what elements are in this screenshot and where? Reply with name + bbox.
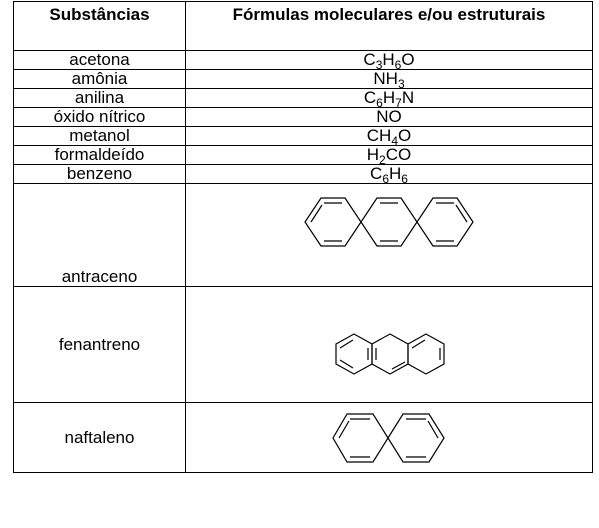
formula-subscript: 3 <box>397 77 405 91</box>
substance-name: benzeno <box>13 164 186 184</box>
formula-cell: C6H6 <box>185 164 593 186</box>
formula-part: H <box>389 164 402 183</box>
anthracene-structure <box>304 197 474 247</box>
substances-table: Substâncias Fórmulas moleculares e/ou es… <box>13 1 593 473</box>
formula-cell: H2CO <box>185 145 593 167</box>
substance-name: acetona <box>13 50 186 70</box>
formula-subscript: 6 <box>382 172 389 186</box>
structure-cell <box>185 402 593 473</box>
formula-cell: NO <box>185 107 593 127</box>
substance-name: formaldeído <box>13 145 186 165</box>
formula-cell: C6H7N <box>185 88 593 110</box>
formula-part: O <box>401 50 415 69</box>
structure-cell <box>185 286 593 403</box>
header-row: Substâncias Fórmulas moleculares e/ou es… <box>13 1 593 51</box>
formula-part: NO <box>376 107 402 126</box>
formula-subscript: 6 <box>376 96 383 110</box>
header-formulas: Fórmulas moleculares e/ou estruturais <box>185 1 593 51</box>
structure-cell <box>185 183 593 287</box>
table-row-acetona: acetona C3H6O <box>13 50 593 72</box>
formula-cell: CH4O <box>185 126 593 148</box>
table-row-anilina: anilina C6H7N <box>13 88 593 110</box>
header-substances: Substâncias <box>13 1 186 51</box>
substance-name: óxido nítrico <box>13 107 186 127</box>
formula-subscript: 7 <box>395 96 402 110</box>
table-row-oxido-nitrico: óxido nítrico NO <box>13 107 593 127</box>
formula-subscript: 4 <box>391 134 398 148</box>
substance-name: anilina <box>13 88 186 108</box>
substance-name: metanol <box>13 126 186 146</box>
formula-subscript: 3 <box>375 58 383 72</box>
table-row-formaldeido: formaldeído H2CO <box>13 145 593 167</box>
formula-part: CO <box>385 145 412 164</box>
formula-subscript: 2 <box>379 153 386 167</box>
naphthalene-structure <box>332 412 445 463</box>
table-row-metanol: metanol CH4O <box>13 126 593 148</box>
formula-part: C <box>363 88 377 107</box>
formula-subscript: 6 <box>394 58 402 72</box>
substance-name: fenantreno <box>13 286 186 403</box>
table-row-benzeno: benzeno C6H6 <box>13 164 593 186</box>
table-row-antraceno: antraceno <box>13 183 593 287</box>
formula-part: H <box>366 145 380 164</box>
table-row-amonia: amônia NH3 <box>13 69 593 91</box>
formula-part: N <box>401 88 415 107</box>
substance-name: amônia <box>13 69 186 89</box>
formula-part: H <box>382 50 395 69</box>
phenanthrene-structure <box>335 333 445 375</box>
formula-part: H <box>382 88 396 107</box>
table-row-naftaleno: naftaleno <box>13 402 593 473</box>
formula-part: C <box>370 164 383 183</box>
formula-part: NH <box>373 69 398 88</box>
formula-part: C <box>363 50 376 69</box>
substance-name: naftaleno <box>13 402 186 473</box>
formula-part: O <box>398 126 412 145</box>
formula-part: CH <box>366 126 392 145</box>
substance-name: antraceno <box>13 183 186 287</box>
formula-cell: NH3 <box>185 69 593 91</box>
table-row-fenantreno: fenantreno <box>13 286 593 403</box>
formula-subscript: 6 <box>401 172 408 186</box>
formula-cell: C3H6O <box>185 50 593 72</box>
